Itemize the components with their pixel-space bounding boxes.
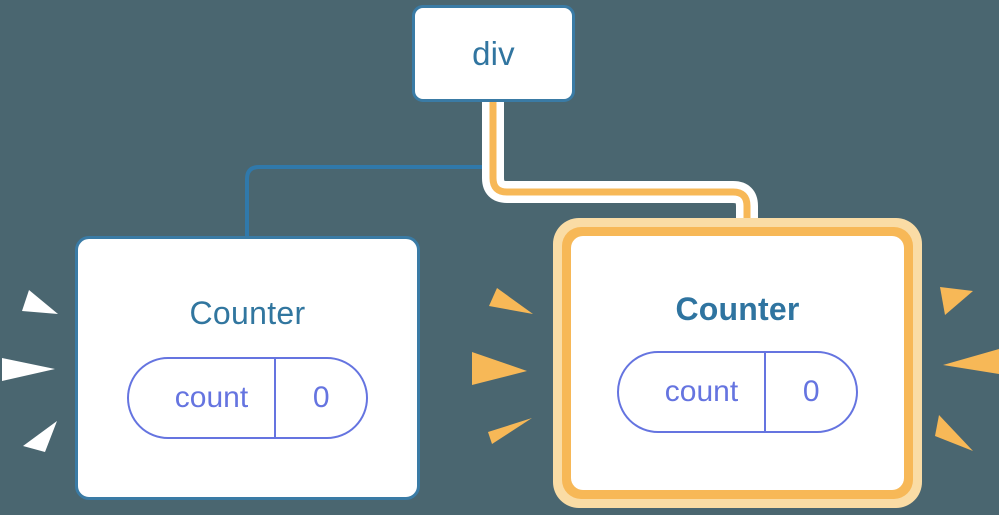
node-counter-left[interactable]: Counter count 0 <box>75 236 420 500</box>
node-counter-left-title: Counter <box>189 295 306 331</box>
sparkle-right-outer <box>935 287 999 451</box>
node-div-label: div <box>472 35 515 72</box>
node-counter-right[interactable]: Counter count 0 <box>553 218 922 508</box>
sparkle-left-inner <box>472 288 533 444</box>
node-counter-right-title: Counter <box>675 291 800 327</box>
state-key: count <box>174 381 249 414</box>
highlight-ring-inner: Counter count 0 <box>562 227 913 499</box>
state-value: 0 <box>274 359 366 437</box>
connector-root-to-counter-right <box>489 101 751 240</box>
node-counter-right-body: Counter count 0 <box>571 236 904 490</box>
state-key: count <box>664 375 739 408</box>
state-pill-counter-right: count 0 <box>616 351 859 433</box>
node-div[interactable]: div <box>412 5 575 102</box>
sparkle-left-outer <box>2 290 58 452</box>
state-pill-counter-left: count 0 <box>126 357 369 439</box>
state-value: 0 <box>764 353 856 431</box>
